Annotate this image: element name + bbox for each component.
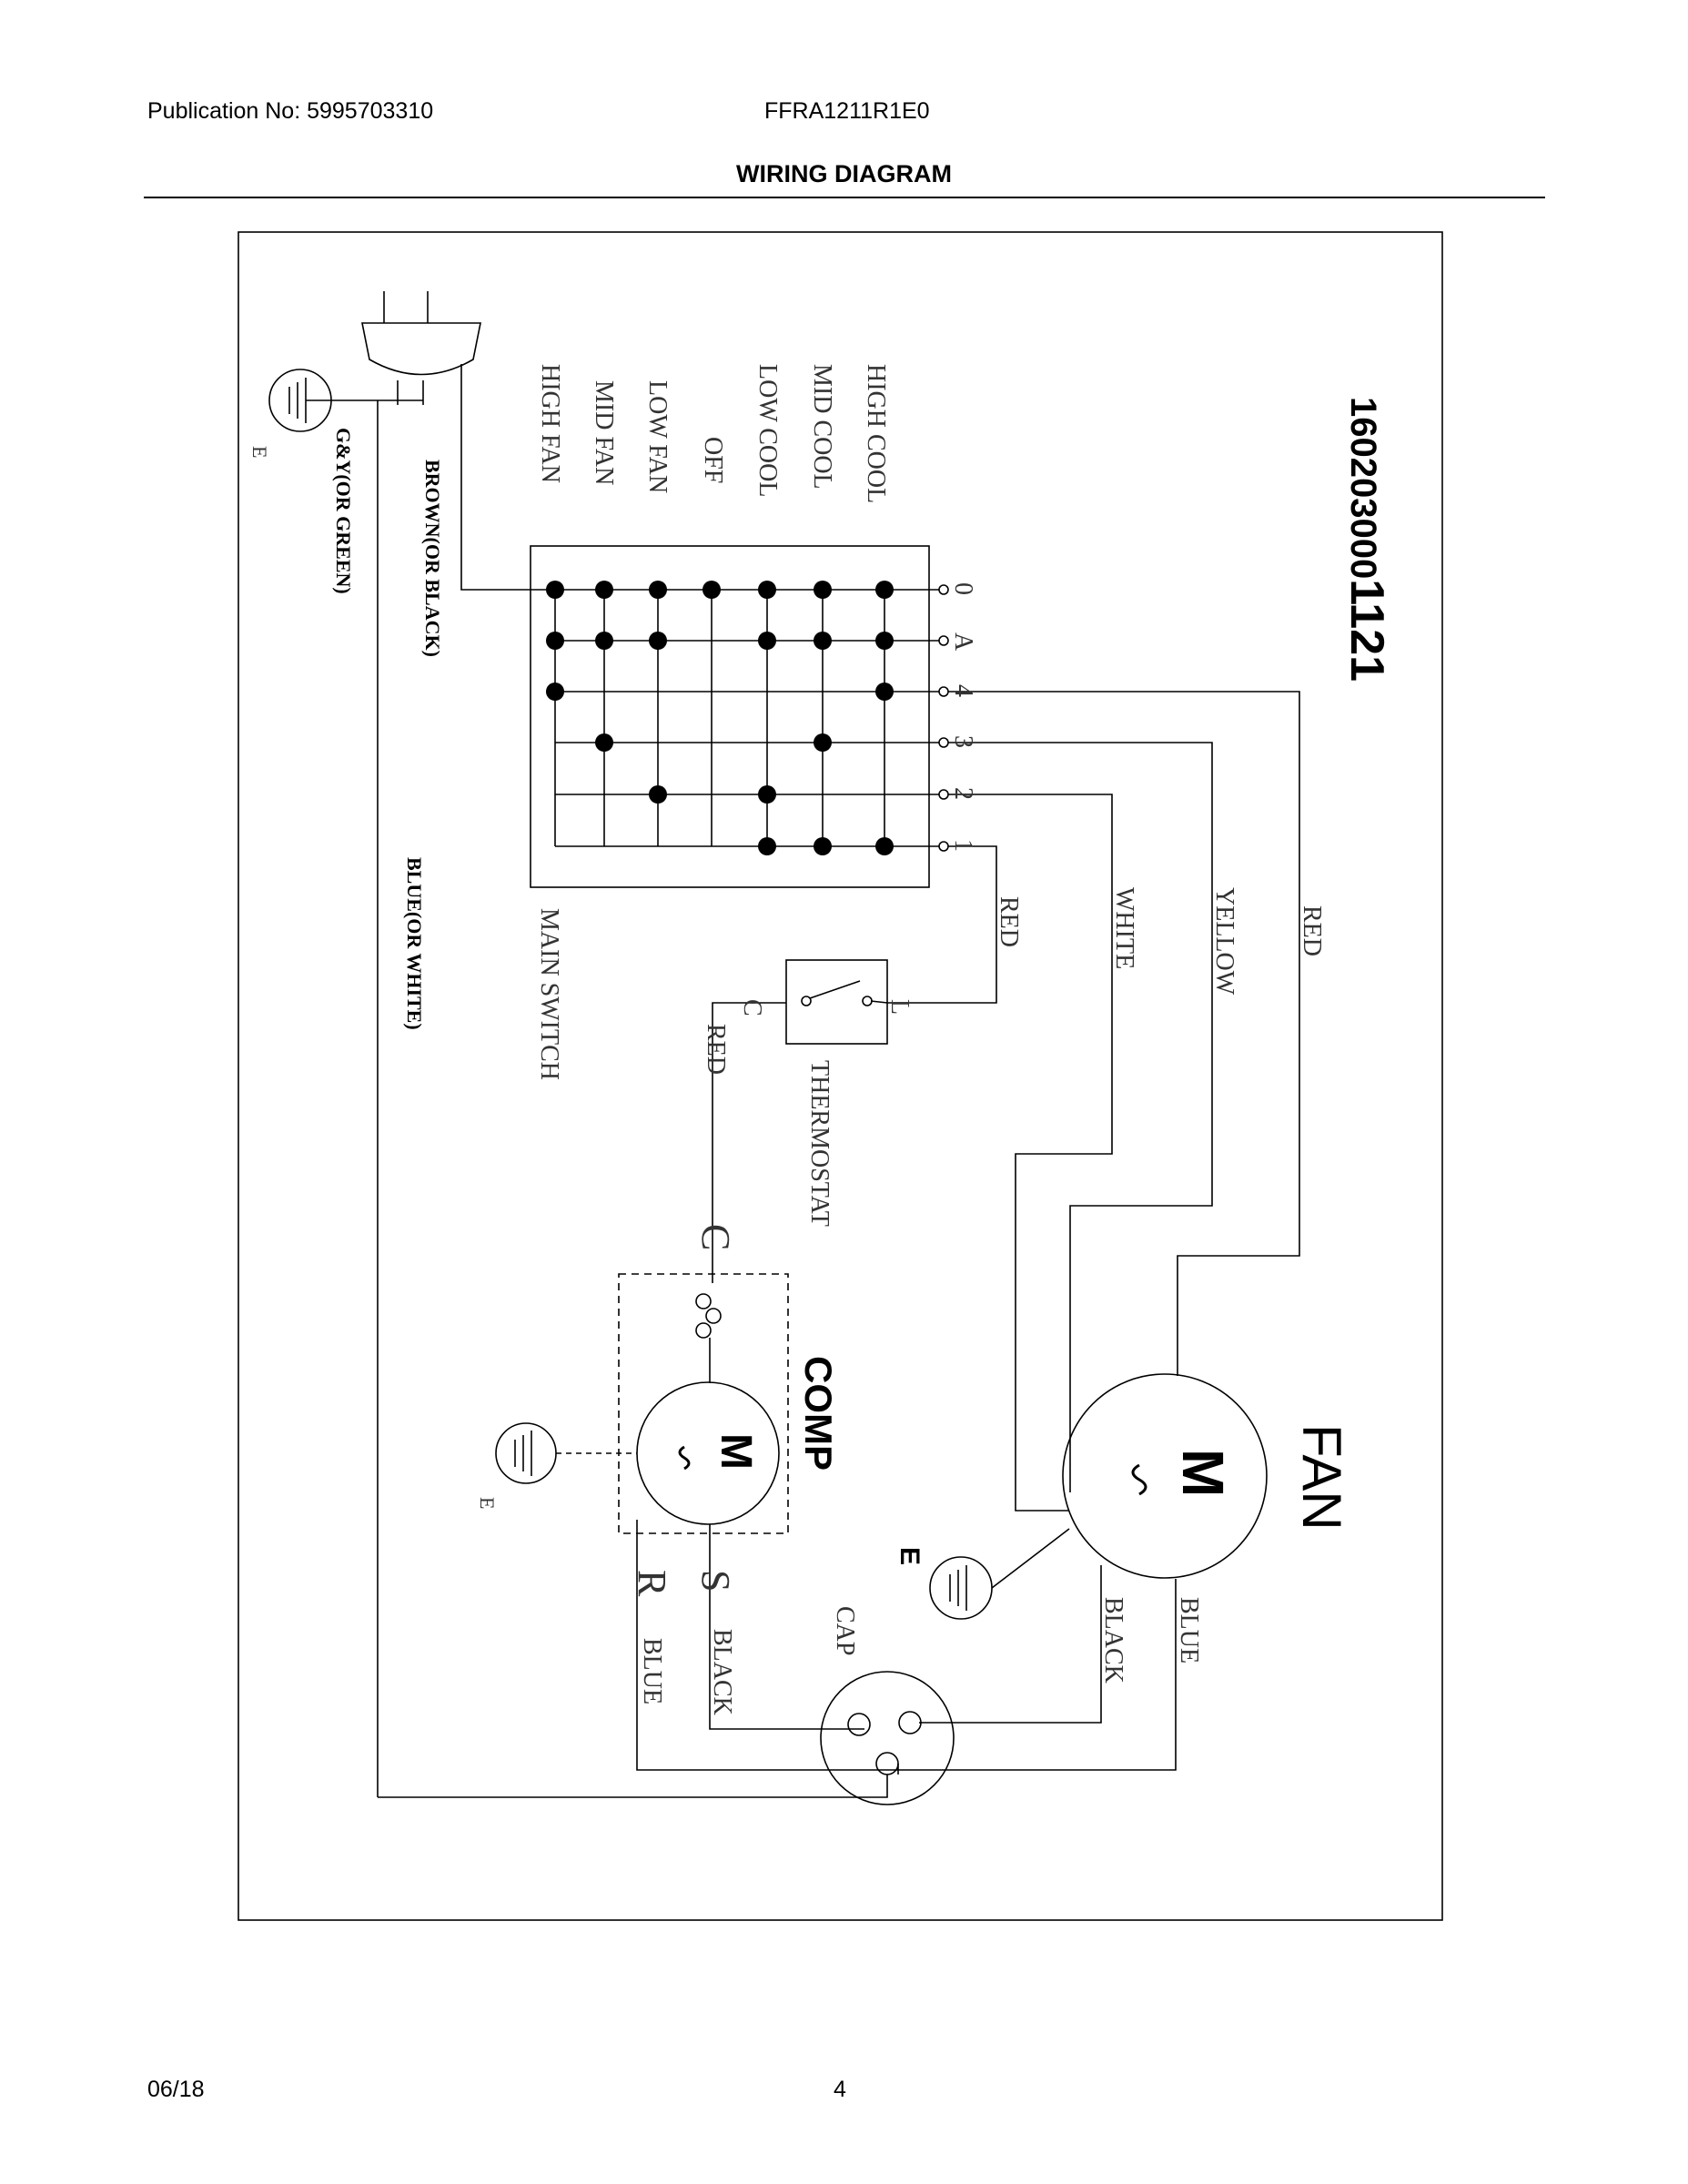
mode-off: OFF [699,437,727,483]
comp-motor-symbol: M [712,1433,760,1470]
main-switch-label: MAIN SWITCH [535,908,563,1080]
wire-label-brown: BROWN(OR BLACK) [421,460,444,657]
thermostat-box [785,959,888,1045]
wire-label-black-fan: BLACK [1099,1597,1127,1684]
wire-label-blue-fan: BLUE [1175,1597,1203,1663]
wire-label-blue-comp: BLUE [638,1638,666,1704]
terminal-3: 3 [949,735,977,748]
comp-tilde-icon [678,1445,691,1471]
wire-label-red-2: RED [1298,905,1326,956]
terminal-2: 2 [949,787,977,800]
terminal-a: A [949,632,977,652]
wire-label-gy: G&Y(OR GREEN) [332,428,355,594]
thermostat-label: THERMOSTAT [805,1060,834,1227]
compressor-box [618,1273,789,1534]
comp-s-black-wire [709,1524,864,1730]
ground-e-top: E [248,446,271,458]
fan-tilde-icon [1131,1463,1147,1496]
gy-return-wire [378,1774,888,1798]
power-plug [361,322,481,376]
red-wire-thermostat [887,845,997,1004]
wire-label-red-1: RED [995,896,1023,947]
cap-label: CAP [831,1606,859,1655]
fan-motor-symbol: M [1170,1449,1236,1497]
brown-wire [460,364,553,591]
ground-e-fan: E [895,1547,925,1565]
thermostat-c-label: C [738,999,766,1016]
comp-c-label: C [693,1224,738,1250]
ground-e-comp: E [476,1497,499,1509]
terminal-4: 4 [949,684,977,697]
yellow-wire-fan [948,742,1213,1492]
fan-motor [1062,1373,1268,1579]
model-number: FFRA1211R1E0 [764,98,930,124]
part-number-prefix: 160203000 [1343,397,1383,579]
page-number: 4 [834,2077,846,2102]
mode-high-fan: HIGH FAN [536,364,564,483]
part-number: 1602030001121 [1340,397,1393,682]
terminal-1: 1 [949,839,977,852]
wire-label-yellow: YELLOW [1210,887,1238,996]
terminal-0: 0 [949,582,977,595]
switch-contacts [546,581,894,855]
mode-high-cool: HIGH COOL [862,364,890,503]
white-wire-fan [948,794,1113,1512]
comp-ground-symbol [495,1422,557,1484]
publication-number: Publication No: 5995703310 [147,98,434,124]
mode-mid-cool: MID COOL [808,364,836,490]
part-number-suffix: 1121 [1340,579,1393,682]
wire-label-blue-white: BLUE(OR WHITE) [403,857,426,1030]
page-title: WIRING DIAGRAM [736,160,952,187]
wire-label-black-comp: BLACK [708,1629,736,1715]
header-rule [144,197,1545,198]
fan-label: FAN [1291,1424,1352,1531]
red-wire-comp [712,1002,786,1283]
comp-r-blue-wire [636,1520,1177,1771]
mode-low-cool: LOW COOL [753,364,782,497]
fan-ground-symbol [929,1556,993,1620]
comp-r-label: R [630,1570,674,1597]
mode-low-fan: LOW FAN [643,380,672,493]
capacitor [820,1671,955,1805]
main-switch-box [530,545,930,888]
comp-label: COMP [797,1356,840,1471]
wire-label-red-3: RED [702,1024,730,1075]
diagram-frame [238,231,1443,1921]
fan-black-wire [919,1565,1102,1724]
mode-mid-fan: MID FAN [590,380,618,485]
comp-s-label: S [693,1570,738,1592]
wire-label-white: WHITE [1110,887,1138,969]
red-wire-fan [948,691,1300,1376]
footer-date: 06/18 [147,2077,205,2102]
thermostat-l-label: L [885,999,914,1015]
